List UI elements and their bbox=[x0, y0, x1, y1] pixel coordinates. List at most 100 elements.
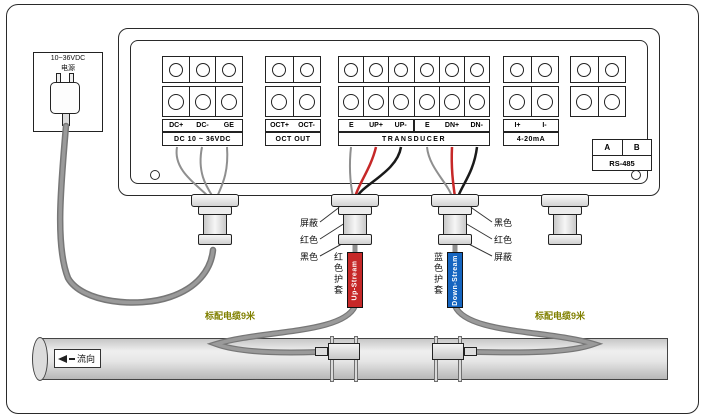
dn-shield-wire bbox=[426, 146, 453, 198]
terminal-row-current-bottom bbox=[503, 86, 559, 117]
label-i-minus: I- bbox=[542, 122, 547, 129]
downstream-transducer-connector bbox=[464, 347, 477, 356]
screw-terminal bbox=[188, 57, 216, 82]
screw-terminal bbox=[292, 87, 321, 116]
screw-terminal bbox=[530, 57, 559, 82]
cable-gland-upstream bbox=[331, 194, 379, 245]
leader-black-right bbox=[468, 205, 493, 223]
screw-terminal bbox=[413, 87, 439, 116]
terminal-panel-inner bbox=[130, 40, 648, 184]
leader-red-left bbox=[319, 222, 346, 240]
label-up-plus: UP+ bbox=[369, 122, 383, 129]
dn-red-wire bbox=[450, 146, 457, 198]
terminal-row-rs485-bottom bbox=[570, 86, 626, 117]
wire-label-shield-left: 屏蔽 bbox=[299, 218, 318, 228]
label-i-plus: I+ bbox=[514, 122, 521, 129]
upstream-text: Up-Stream bbox=[351, 260, 359, 300]
wire-label-black-left: 黑色 bbox=[299, 252, 318, 262]
up-black-wire bbox=[355, 146, 403, 198]
dc-plus-wire bbox=[175, 146, 210, 198]
desc-power: DC 10 ~ 36VDC bbox=[162, 132, 243, 146]
screw-terminal bbox=[463, 57, 489, 82]
leader-red-right bbox=[464, 222, 493, 240]
label-e-up: E bbox=[349, 122, 354, 129]
screw-terminal bbox=[438, 87, 464, 116]
screw-terminal bbox=[597, 57, 626, 82]
screw-terminal bbox=[363, 87, 388, 116]
upstream-cable bbox=[210, 304, 357, 355]
terminal-row-transducer-bottom bbox=[338, 86, 490, 117]
screw-terminal bbox=[363, 57, 388, 82]
screw-terminal bbox=[463, 87, 489, 116]
terminal-labels-oct: OCT+ OCT- bbox=[265, 119, 321, 132]
screw-terminal bbox=[388, 87, 413, 116]
label-dc-plus: DC+ bbox=[169, 122, 184, 129]
flow-direction-box: 流向 bbox=[54, 349, 101, 368]
wire-label-black-right: 黑色 bbox=[494, 218, 513, 228]
screw-terminal bbox=[413, 57, 439, 82]
cable-note-left: 标配电缆9米 bbox=[204, 311, 255, 321]
downstream-cable bbox=[453, 304, 600, 355]
cable-gland-downstream bbox=[431, 194, 479, 245]
downstream-text: Down-Stream bbox=[451, 254, 459, 306]
screw-terminal bbox=[597, 87, 626, 116]
terminal-row-current-top bbox=[503, 56, 559, 83]
dc-minus-wire bbox=[199, 146, 214, 198]
rs485-label-box: A B RS-485 bbox=[592, 139, 652, 171]
terminal-row-transducer-top bbox=[338, 56, 490, 83]
screw-terminal bbox=[388, 57, 413, 82]
terminal-row-oct-bottom bbox=[265, 86, 321, 117]
desc-oct: OCT OUT bbox=[265, 132, 321, 146]
figure-border bbox=[6, 4, 699, 414]
label-up-minus: UP- bbox=[394, 122, 407, 129]
flow-arrow-tail bbox=[69, 357, 75, 360]
cable-gland-power bbox=[191, 194, 239, 245]
label-rs485-b: B bbox=[621, 140, 652, 155]
screw-terminal bbox=[215, 87, 242, 116]
power-supply-caption: 电源 bbox=[61, 65, 75, 72]
terminal-row-oct-top bbox=[265, 56, 321, 83]
dn-black-wire bbox=[456, 146, 479, 198]
label-dn-minus: DN- bbox=[470, 122, 483, 129]
label-rs485-a: A bbox=[604, 143, 611, 152]
ge-wire bbox=[216, 146, 229, 198]
wire-label-red-right: 红色 bbox=[494, 235, 513, 245]
screw-terminal bbox=[530, 87, 559, 116]
flow-arrow-icon bbox=[58, 354, 67, 363]
label-oct-plus: OCT+ bbox=[270, 122, 289, 129]
label-oct-minus: OCT- bbox=[298, 122, 315, 129]
red-sleeve-label: 红色护套 bbox=[333, 252, 343, 296]
blue-sleeve-label: 蓝色护套 bbox=[433, 252, 443, 296]
screw-hole-icon bbox=[150, 170, 160, 180]
terminal-labels-current: I+ I- bbox=[503, 119, 559, 132]
upstream-transducer-connector bbox=[315, 347, 328, 356]
label-dc-minus: DC- bbox=[196, 122, 209, 129]
up-red-wire bbox=[353, 146, 378, 198]
pipe-end-cap bbox=[32, 337, 48, 381]
terminal-labels-downstream: E DN+ DN- bbox=[414, 119, 490, 132]
screw-terminal bbox=[215, 57, 242, 82]
flow-direction-label: 流向 bbox=[77, 354, 96, 364]
wire-label-shield-right: 屏蔽 bbox=[494, 252, 513, 262]
power-cable bbox=[58, 124, 215, 305]
terminal-row-rs485-top bbox=[570, 56, 626, 83]
desc-current: 4-20mA bbox=[503, 132, 559, 146]
label-e-dn: E bbox=[425, 122, 430, 129]
upstream-transducer bbox=[328, 343, 360, 360]
blue-sleeve: Down-Stream bbox=[447, 252, 463, 308]
cable-gland-spare bbox=[541, 194, 589, 245]
leader-shield-left bbox=[319, 205, 342, 223]
desc-transducer: TRANSDUCER bbox=[338, 132, 490, 146]
label-dn-plus: DN+ bbox=[444, 122, 460, 129]
label-ge: GE bbox=[223, 122, 234, 129]
power-supply-voltage: 10~36VDC bbox=[50, 55, 86, 62]
wire-label-red-left: 红色 bbox=[299, 235, 318, 245]
terminal-row-power-top bbox=[162, 56, 243, 83]
desc-rs485: RS-485 bbox=[609, 159, 635, 168]
up-shield-wire bbox=[348, 146, 354, 198]
screw-terminal bbox=[188, 87, 216, 116]
plug-body-icon bbox=[50, 82, 80, 114]
screw-terminal bbox=[292, 57, 321, 82]
